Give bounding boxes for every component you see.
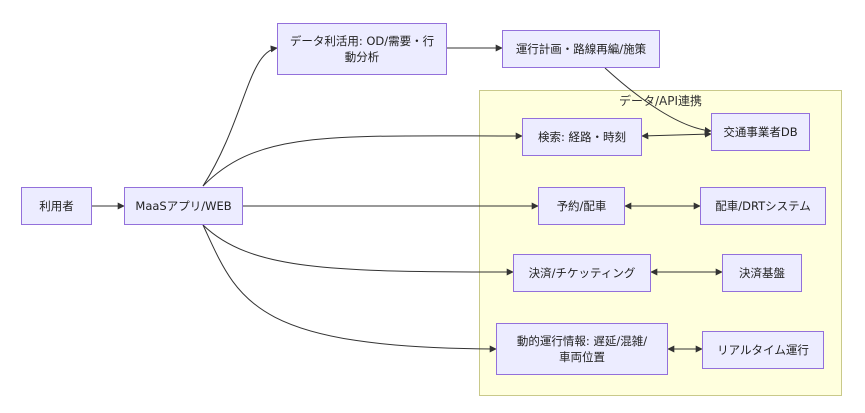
edge-maas-info	[202, 224, 497, 353]
node-data-analysis: データ利活用: OD/需要・行 動分析	[277, 23, 447, 75]
node-realtime: リアルタイム運行	[702, 331, 824, 369]
node-dynamic-info: 動的運行情報: 遅延/混雑/ 車両位置	[496, 323, 668, 375]
node-operation-plan: 運行計画・路線再編/施策	[502, 30, 660, 68]
node-user: 利用者	[21, 187, 92, 225]
node-payment-base: 決済基盤	[722, 254, 802, 292]
node-maas-app: MaaSアプリ/WEB	[124, 187, 243, 225]
edge-maas-data	[202, 45, 278, 187]
edge-maas-pay	[202, 224, 514, 276]
node-search: 検索: 経路・時刻	[522, 118, 642, 156]
node-operator-db: 交通事業者DB	[711, 113, 810, 151]
node-drt-system: 配車/DRTシステム	[700, 187, 826, 225]
edge-maas-search	[202, 132, 523, 187]
node-payment: 決済/チケッティング	[513, 254, 651, 292]
node-reservation: 予約/配車	[538, 187, 625, 225]
edge-search-db	[641, 130, 712, 140]
edge-plan-db	[604, 67, 712, 134]
